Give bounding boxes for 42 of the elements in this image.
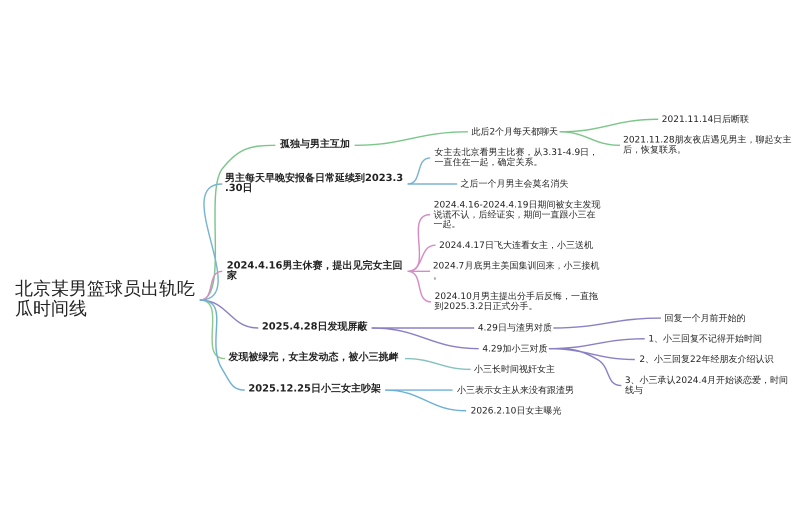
connector xyxy=(385,388,466,411)
node-text: 孤独与男主互加 xyxy=(280,138,350,150)
node-text: 2024.10月男主提出分手后反悔，一直拖到2025.3.2日正式分手。 xyxy=(434,292,598,312)
node-text: 4.29加小三对质 xyxy=(482,344,548,354)
node-text: 2025.12.25日小三女主吵架 xyxy=(248,383,381,394)
node-text: 2021.11.14日后断联 xyxy=(662,114,750,124)
connector xyxy=(553,316,661,328)
node-text: 2024.4.17日飞大连看女主，小三送机 xyxy=(439,240,593,250)
connector xyxy=(408,270,432,302)
node-text: 小三表示女主从来没有跟渣男 xyxy=(457,385,574,396)
node-text: 2、小三回复22年经朋友介绍认识 xyxy=(639,354,774,365)
node-text: 回复一个月前开始的 xyxy=(664,313,746,324)
connector xyxy=(200,182,222,300)
connector xyxy=(408,182,458,184)
node-text: 女主去北京看男主比赛，从3.31-4.9日，一直住在一起，确定关系。 xyxy=(434,148,598,168)
node-text: 男主每天早晚安报备日常延续到2023.3.30日 xyxy=(225,172,404,194)
connector xyxy=(560,130,620,146)
node-text: 2024.4.16男主休赛，提出见完女主回家 xyxy=(226,260,402,281)
node-text: 2026.2.10日女主曝光 xyxy=(470,406,562,416)
node-text: 1、小三回复不记得开始时间 xyxy=(648,334,762,344)
connector xyxy=(404,357,471,370)
node-text: 2024.7月底男主美国集训回来，小三接机。 xyxy=(432,261,600,281)
node-text: 之后一个月男主会莫名消失 xyxy=(460,179,569,190)
connector xyxy=(372,326,479,349)
node-text: 此后2个月每天都聊天 xyxy=(472,127,558,138)
node-text: 2024.4.16-2024.4.19日期间被女主发现说谎不认，后经证实，期间一直跟小三在一起。 xyxy=(434,200,600,230)
connector xyxy=(408,270,430,272)
connector xyxy=(200,144,276,300)
connector xyxy=(354,130,468,146)
connector xyxy=(200,270,222,300)
connector xyxy=(408,244,436,272)
node-text: 3、小三承认2024.4月开始谈恋爱，时间线与 xyxy=(624,375,788,396)
node-text: 4.29日与渣男对质 xyxy=(478,323,552,334)
node-text: 小三长时间视奸女主 xyxy=(474,364,556,375)
node-text: 2025.4.28日发现屏蔽 xyxy=(262,321,368,332)
connector xyxy=(548,347,622,386)
node-text: 2021.11.28朋友夜店遇见男主，聊起女主后，恢复联系。 xyxy=(623,135,792,156)
node-text: 北京某男篮球员出轨吃瓜时间线 xyxy=(14,278,195,319)
connector xyxy=(200,298,245,390)
node-text: 发现被绿完，女主发动态，被小三挑衅 xyxy=(228,352,399,363)
connector xyxy=(408,156,430,184)
connector xyxy=(408,213,430,272)
